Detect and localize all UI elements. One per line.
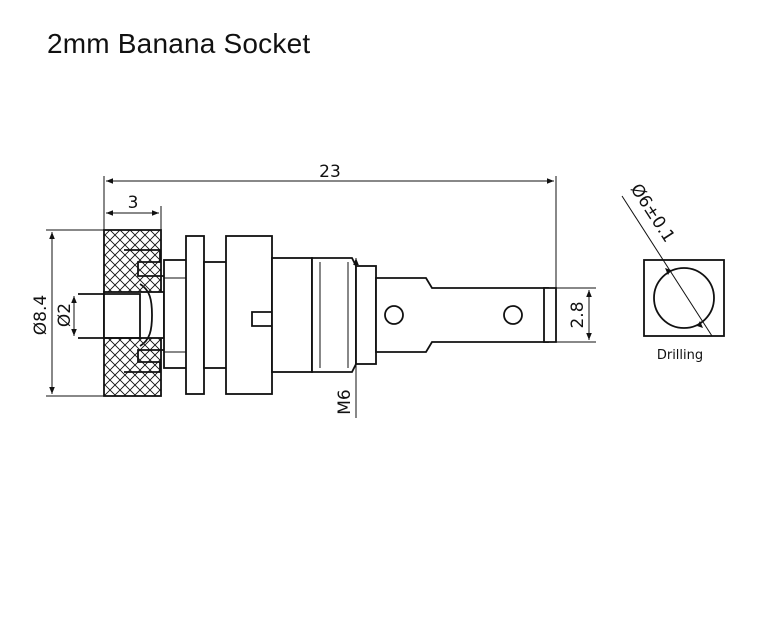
dim-bore-diameter: Ø2 — [55, 296, 77, 336]
dim-tab-width-label: 2.8 — [568, 301, 588, 328]
nut — [203, 235, 273, 395]
dim-tab-width: 2.8 — [556, 287, 596, 343]
dim-overall-length-label: 23 — [319, 162, 341, 182]
dim-head-diameter-label: Ø8.4 — [31, 295, 51, 335]
socket-head — [103, 229, 165, 397]
dim-overall-length: 23 — [103, 162, 557, 288]
dim-thread-label: M6 — [335, 389, 355, 414]
dim-bore-diameter-label: Ø2 — [55, 303, 75, 327]
page-title: 2mm Banana Socket — [47, 28, 311, 59]
washer — [185, 235, 205, 395]
drilling-label: Drilling — [657, 348, 703, 363]
dim-thread: M6 — [335, 258, 359, 418]
dim-head-diameter: Ø8.4 — [31, 229, 104, 397]
solder-tab — [375, 277, 557, 353]
dim-head-length-label: 3 — [128, 193, 139, 213]
threaded-body — [271, 257, 377, 373]
dim-head-length: 3 — [106, 193, 162, 230]
hole-diameter-label: Ø6±0.1 — [626, 180, 678, 246]
drilling-detail: Ø6±0.1 Drilling — [621, 180, 725, 363]
